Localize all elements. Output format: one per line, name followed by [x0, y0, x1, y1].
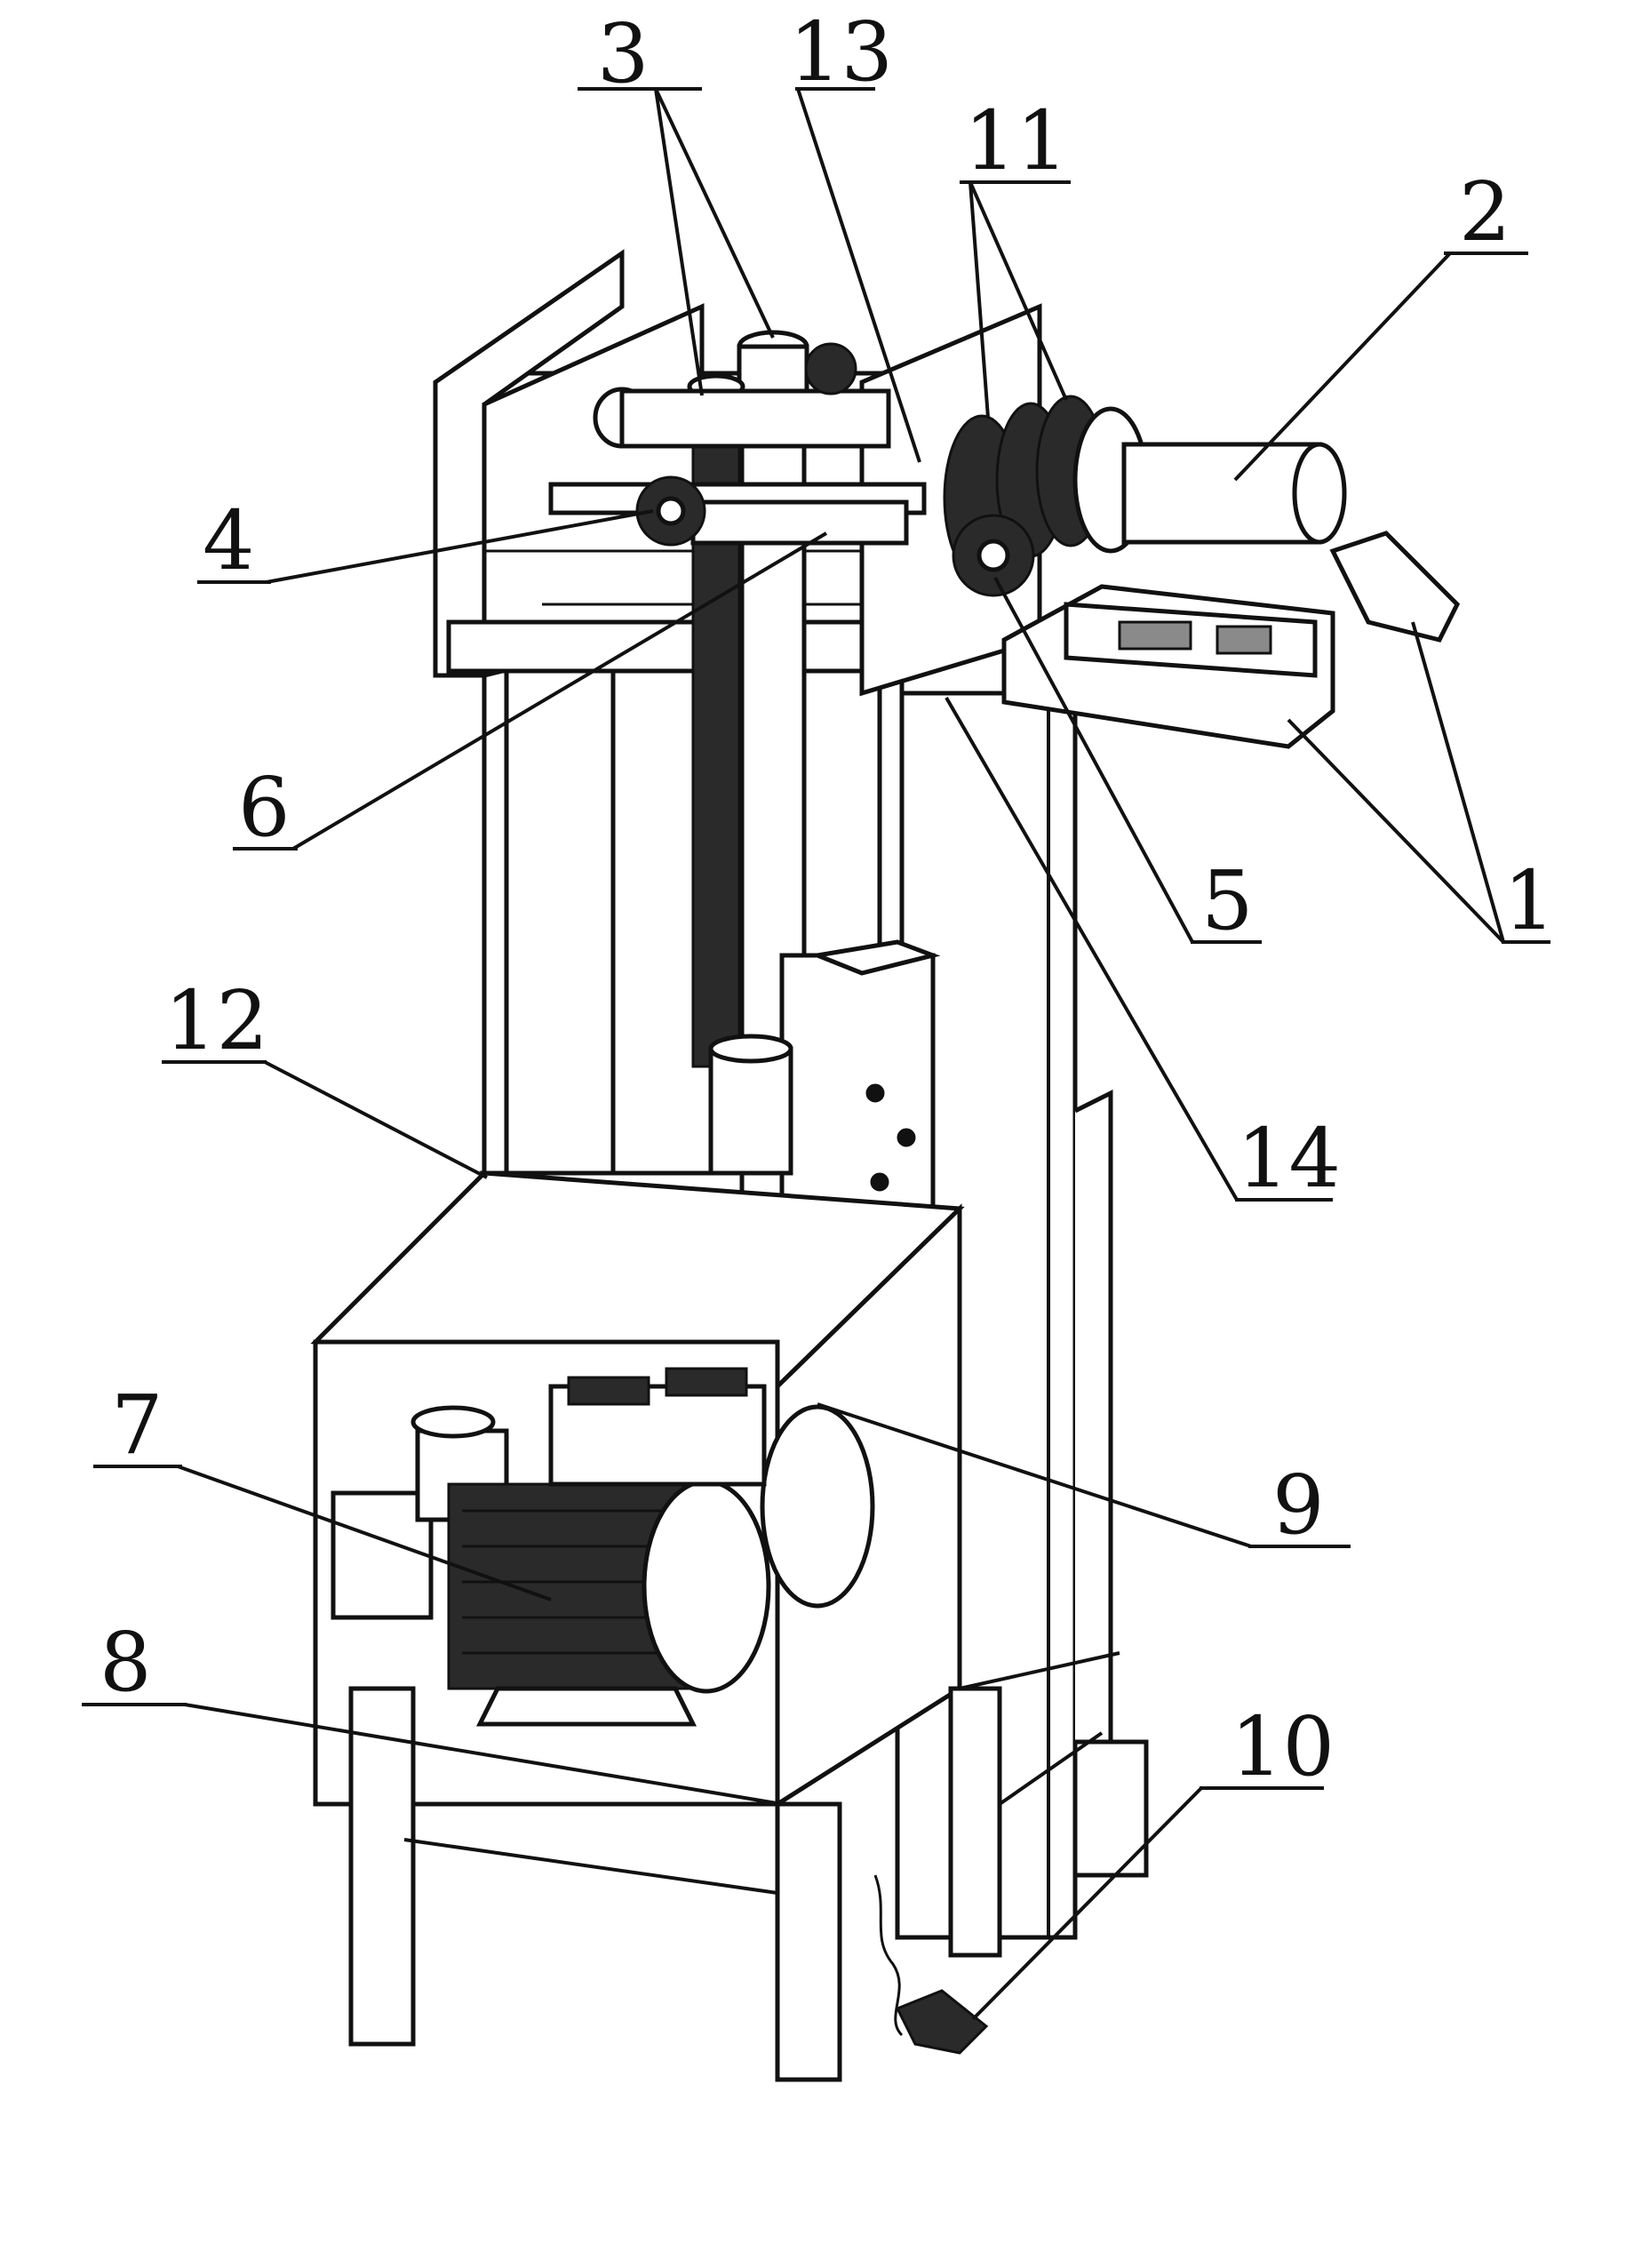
callout-6: 6 [238, 760, 291, 855]
callout-13: 13 [789, 4, 893, 100]
callout-9: 9 [1272, 1457, 1325, 1553]
callout-4: 4 [203, 493, 255, 588]
callout-10: 10 [1231, 1699, 1335, 1794]
callout-5: 5 [1201, 853, 1254, 948]
callout-1: 1 [1503, 853, 1556, 948]
callout-14: 14 [1237, 1111, 1341, 1206]
callout-8: 8 [100, 1615, 152, 1710]
callout-7: 7 [111, 1378, 163, 1473]
callout-12: 12 [164, 973, 268, 1068]
callout-2: 2 [1459, 164, 1511, 260]
callout-11: 11 [964, 93, 1068, 188]
callout-3: 3 [597, 6, 650, 101]
